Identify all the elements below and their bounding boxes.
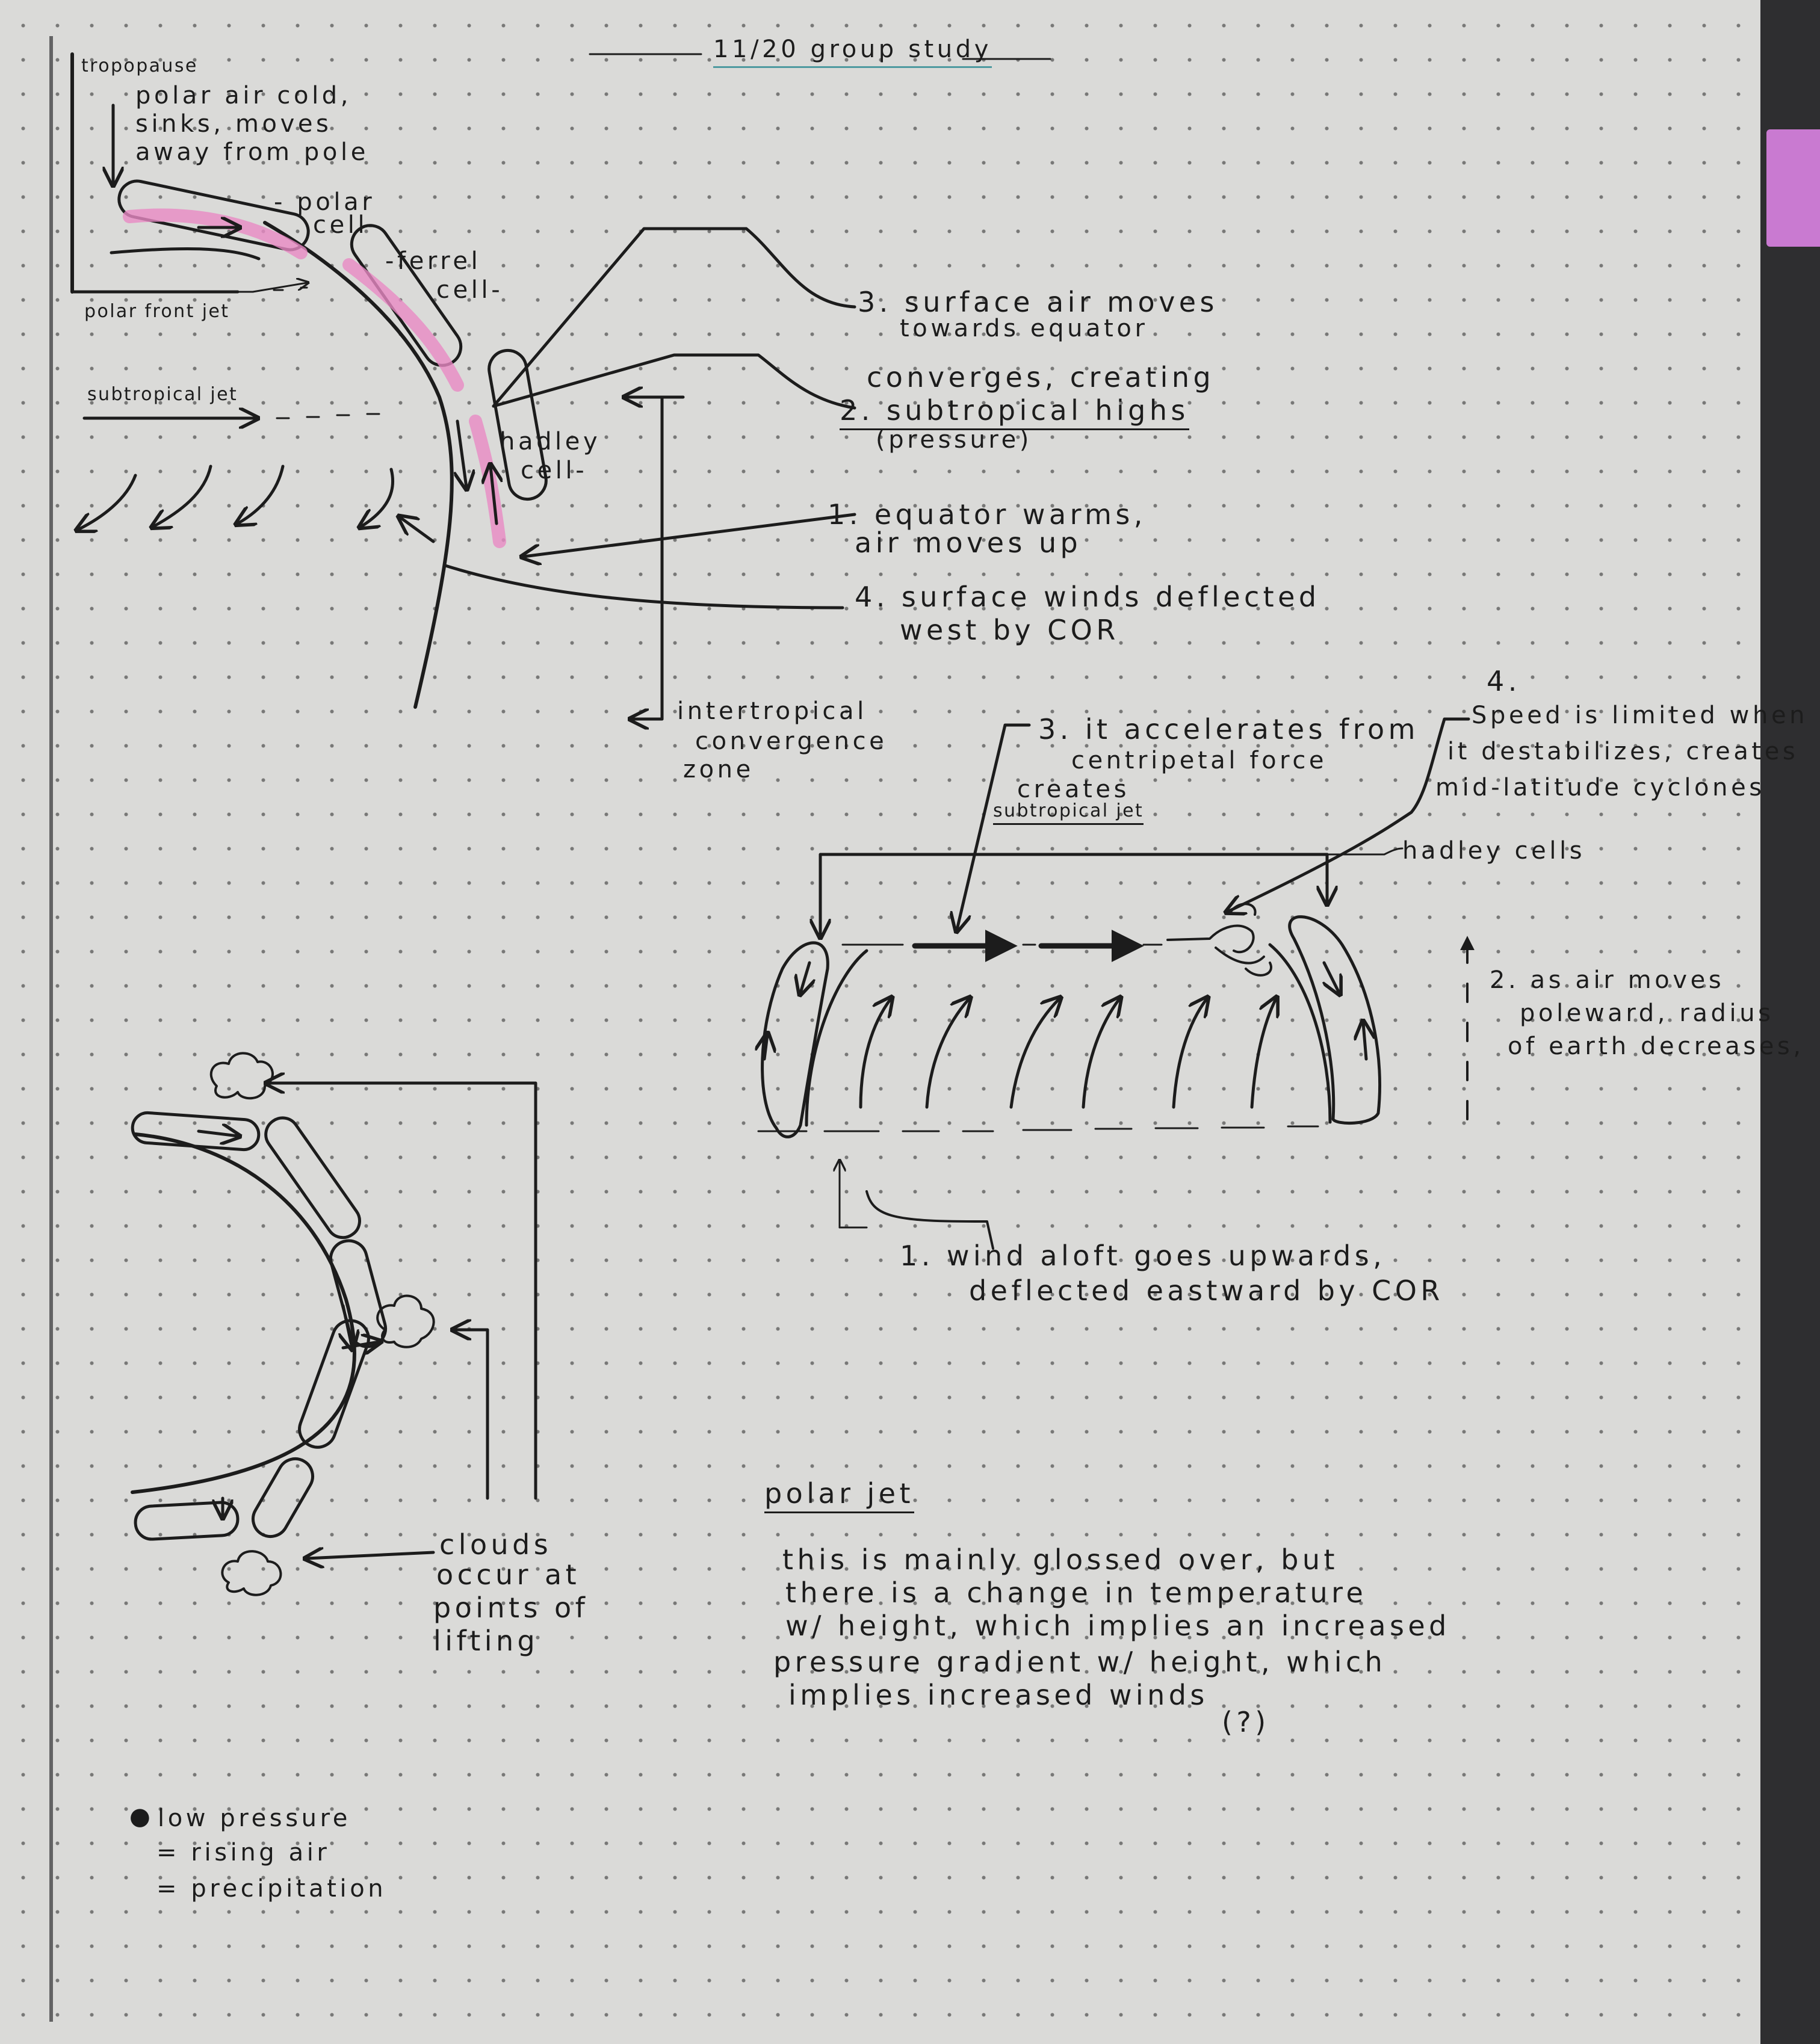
ferrel-cell-label-1: -ferrel xyxy=(385,247,481,275)
polar-jet-heading: polar jet xyxy=(764,1477,914,1514)
jet-step2-line-2: poleward, radius xyxy=(1520,999,1774,1027)
itcz-line-1: intertropical xyxy=(677,697,867,725)
subtropical-jet-label: subtropical jet xyxy=(87,384,238,405)
hadley-cell-label-1: hadley xyxy=(500,428,601,455)
polar-cell-label-2: cell- xyxy=(313,211,380,239)
jet-diagram xyxy=(758,717,1475,1250)
tropopause-label: tropopause xyxy=(81,55,198,76)
polar-jet-question: (?) xyxy=(1222,1706,1270,1738)
step2-pressure: (pressure) xyxy=(876,426,1032,454)
clouds-label-4: lifting xyxy=(433,1625,539,1657)
step2-high: 2. subtropical highs xyxy=(840,394,1189,431)
jet-step4-line-3: mid-latitude cyclones xyxy=(1435,774,1765,801)
jet-step4-line-1: Speed is limited when xyxy=(1472,702,1809,729)
jet-step4-number: 4. xyxy=(1487,665,1521,697)
step4-line-2: west by COR xyxy=(900,614,1119,646)
polar-jet-line-4: pressure gradient w/ height, which xyxy=(773,1646,1387,1678)
polar-jet-line-3: w/ height, which implies an increased xyxy=(785,1610,1450,1642)
polar-air-line-1: polar air cold, xyxy=(135,82,352,110)
jet-subtropical-jet: subtropical jet xyxy=(993,800,1144,825)
itcz-line-2: convergence xyxy=(695,727,888,755)
polar-air-line-3: away from pole xyxy=(135,138,369,166)
clouds-label-2: occur at xyxy=(436,1558,581,1591)
page-title: 11/20 group study xyxy=(713,35,992,68)
low-pressure-bullet: ● xyxy=(129,1803,154,1830)
notebook-edge xyxy=(1760,0,1820,2044)
itcz-line-3: zone xyxy=(683,756,754,783)
low-pressure-line-1: low pressure xyxy=(158,1805,351,1832)
title-dashes xyxy=(589,53,1051,60)
clouds-label-1: clouds xyxy=(439,1528,552,1561)
clouds-diagram xyxy=(131,1052,537,1596)
jet-step4-line-2: it destabilizes, creates xyxy=(1447,738,1799,765)
polar-air-line-2: sinks, moves xyxy=(135,110,332,138)
polar-jet-line-5: implies increased winds xyxy=(788,1679,1209,1711)
page-tab xyxy=(1766,129,1820,247)
low-pressure-line-3: = precipitation xyxy=(156,1875,387,1903)
jet-step3-line-2: centripetal force xyxy=(1071,747,1328,774)
step1-line-1: 1. equator warms, xyxy=(828,498,1147,531)
ferrel-cell-label-2: cell- xyxy=(436,276,504,304)
hadley-cell-label-2: cell- xyxy=(521,457,588,484)
low-pressure-line-2: = rising air xyxy=(156,1839,330,1866)
jet-hadley-cells: hadley cells xyxy=(1402,837,1586,865)
page-binding xyxy=(49,36,53,2022)
polar-jet-line-2: there is a change in temperature xyxy=(785,1576,1367,1609)
polar-front-jet-label: polar front jet xyxy=(84,301,230,322)
step2-converges: converges, creating xyxy=(867,361,1215,394)
polar-cell-label-1: - polar xyxy=(274,188,376,216)
clouds-label-3: points of xyxy=(433,1592,589,1624)
jet-step2-line-3: of earth decreases, xyxy=(1508,1033,1804,1060)
step4-line-1: 4. surface winds deflected xyxy=(855,581,1320,613)
jet-step1-line-1: 1. wind aloft goes upwards, xyxy=(900,1240,1386,1272)
jet-step1-line-2: deflected eastward by COR xyxy=(969,1274,1444,1307)
step3-line-2: towards equator xyxy=(900,315,1148,342)
jet-step3-line-1: 3. it accelerates from xyxy=(1038,713,1419,746)
jet-step2-line-1: 2. as air moves xyxy=(1490,966,1725,994)
step1-line-2: air moves up xyxy=(855,526,1082,559)
jet-creates: creates xyxy=(1017,776,1130,803)
polar-jet-line-1: this is mainly glossed over, but xyxy=(782,1543,1339,1576)
atmosphere-diagram xyxy=(70,52,856,719)
step3-line-1: 3. surface air moves xyxy=(858,286,1218,318)
